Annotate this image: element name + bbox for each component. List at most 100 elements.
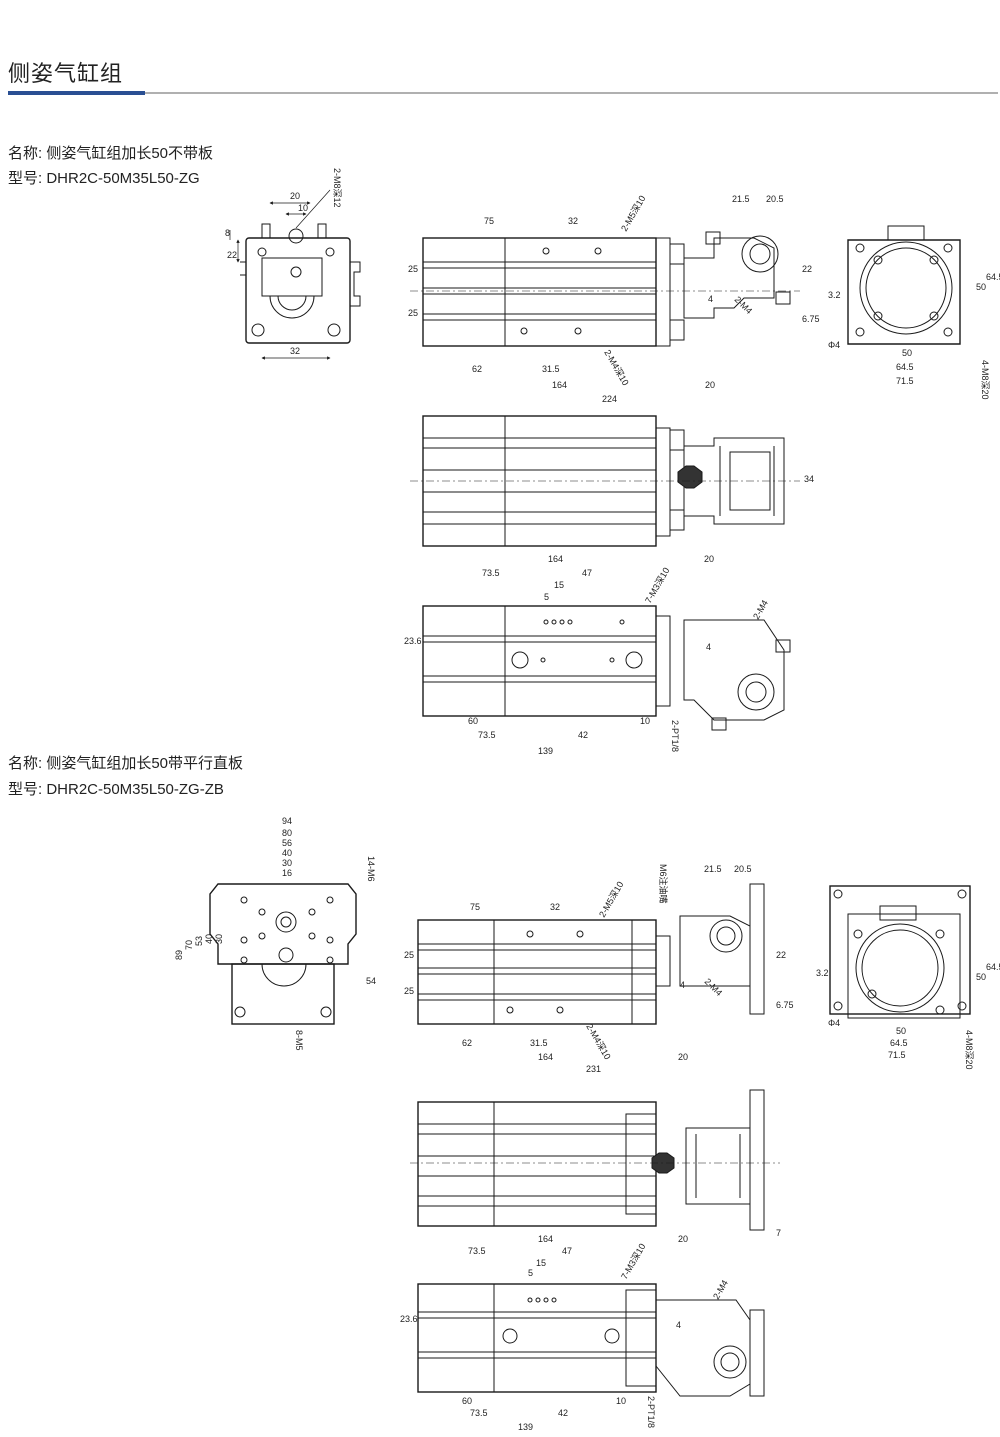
dimension-label: 2-M4 <box>703 976 725 998</box>
dimension-label: 42 <box>578 730 588 740</box>
dimension-label: 25 <box>404 950 414 960</box>
dimension-label: 3.2 <box>816 968 829 978</box>
dimension-label: 73.5 <box>468 1246 486 1256</box>
dimension-label: 2-M4 <box>751 598 770 621</box>
dimension-label: 42 <box>558 1408 568 1418</box>
dimension-label: 5 <box>528 1268 533 1278</box>
page-title: 侧姿气缸组 <box>8 61 124 86</box>
dimension-label: 2-M5深10 <box>597 880 625 919</box>
dimension-label: 30 <box>282 858 292 868</box>
dimension-label: 71.5 <box>896 376 914 386</box>
dimension-label: 139 <box>518 1422 533 1432</box>
title-divider <box>8 92 998 94</box>
dimension-label: 2-M8深12 <box>332 168 342 208</box>
dimension-label: 6.75 <box>802 314 820 324</box>
group1-name: 名称: 侧姿气缸组加长50不带板 <box>8 145 214 162</box>
dimension-label: 50 <box>976 282 986 292</box>
g1-top-dims: 75 32 21.5 20.5 25 25 62 31.5 164 20 224… <box>408 194 820 404</box>
dimension-label: 2-M4深10 <box>584 1022 612 1061</box>
dimension-label: 22 <box>227 250 237 260</box>
dimension-label: 6.75 <box>776 1000 794 1010</box>
dimension-label: 4-M8深20 <box>980 360 990 400</box>
dimension-label: 31.5 <box>530 1038 548 1048</box>
dimension-label: 10 <box>616 1396 626 1406</box>
g1-end-view <box>847 225 961 345</box>
g2-top-view <box>417 883 765 1025</box>
dimension-label: 4 <box>676 1320 681 1330</box>
g1-mid-dims: 34 <box>804 474 814 484</box>
dimension-label: 31.5 <box>542 364 560 374</box>
group2-name: 名称: 侧姿气缸组加长50带平行直板 <box>8 755 244 772</box>
group1-model: 型号: DHR2C-50M35L50-ZG <box>8 170 200 187</box>
dimension-label: 53 <box>194 936 204 946</box>
dimension-label: 164 <box>538 1052 553 1062</box>
dimension-label: 60 <box>462 1396 472 1406</box>
dimension-label: 54 <box>366 976 376 986</box>
dimension-label: 64.5 <box>986 962 1000 972</box>
dimension-label: 14-M6 <box>366 856 376 882</box>
dimension-label: 32 <box>290 346 300 356</box>
group2-model: 型号: DHR2C-50M35L50-ZG-ZB <box>8 781 224 798</box>
dimension-label: 10 <box>640 716 650 726</box>
dimension-label: 32 <box>550 902 560 912</box>
dimension-label: 23.6 <box>400 1314 418 1324</box>
dimension-label: 4 <box>706 642 711 652</box>
dimension-label: 15 <box>554 580 564 590</box>
g2-side-dims: 164 20 73.5 47 15 5 23.6 60 10 73.5 42 1… <box>400 1234 730 1432</box>
g2-mid-view <box>410 1089 780 1231</box>
dimension-label: 73.5 <box>482 568 500 578</box>
dimension-label: 164 <box>538 1234 553 1244</box>
dimension-label: 2-M4深10 <box>602 348 630 387</box>
dimension-label: 30 <box>214 934 224 944</box>
dimension-label: 164 <box>548 554 563 564</box>
dimension-label: 40 <box>204 934 214 944</box>
dimension-label: 231 <box>586 1064 601 1074</box>
dimension-label: 22 <box>776 950 786 960</box>
g1-top-view <box>410 231 800 347</box>
dimension-label: 16 <box>282 868 292 878</box>
dimension-label: 50 <box>902 348 912 358</box>
dimension-label: 4 <box>680 980 685 990</box>
dimension-label: 70 <box>184 940 194 950</box>
g2-end-dims: 64.5 50 3.2 50 64.5 71.5 Φ4 4-M8深20 <box>816 962 1000 1070</box>
dimension-label: 20 <box>290 191 300 201</box>
g2-end-view <box>829 885 971 1019</box>
dimension-label: 40 <box>282 848 292 858</box>
dimension-label: Φ4 <box>828 1018 840 1028</box>
dimension-label: 73.5 <box>470 1408 488 1418</box>
dimension-label: 8-M5 <box>294 1030 304 1051</box>
dimension-label: 224 <box>602 394 617 404</box>
dimension-label: 5 <box>544 592 549 602</box>
dimension-label: 2-M5深10 <box>619 194 647 233</box>
dimension-label: 7-M3深10 <box>619 1242 647 1281</box>
dimension-label: 20 <box>678 1052 688 1062</box>
dimension-label: 25 <box>404 986 414 996</box>
dimension-label: 15 <box>536 1258 546 1268</box>
dimension-label: 2-PT1/8 <box>646 1396 656 1428</box>
dimension-label: M6注油嘴 <box>658 864 669 904</box>
dimension-label: Φ4 <box>828 340 840 350</box>
dimension-label: 2-PT1/8 <box>670 720 680 752</box>
dimension-label: 23.6 <box>404 636 422 646</box>
dimension-label: 80 <box>282 828 292 838</box>
dimension-label: 64.5 <box>890 1038 908 1048</box>
dimension-label: 3.2 <box>828 290 841 300</box>
dimension-label: 21.5 <box>704 864 722 874</box>
g1-side-view <box>422 605 791 731</box>
dimension-label: 8 <box>225 228 230 238</box>
g1-mid-view <box>410 415 800 547</box>
dimension-label: 47 <box>562 1246 572 1256</box>
dimension-label: 20.5 <box>766 194 784 204</box>
g2-mid-dims: 7 <box>776 1228 781 1238</box>
g1-front-dims: 20 10 8 22 32 2-M8深12 <box>225 168 342 356</box>
g2-top-dims: 75 32 21.5 20.5 25 25 62 31.5 164 20 231… <box>404 864 794 1074</box>
dimension-label: 139 <box>538 746 553 756</box>
dimension-label: 4-M8深20 <box>964 1030 974 1070</box>
dimension-label: 64.5 <box>986 272 1000 282</box>
dimension-label: 75 <box>470 902 480 912</box>
dimension-label: 60 <box>468 716 478 726</box>
dimension-label: 164 <box>552 380 567 390</box>
title-accent-bar <box>8 91 145 95</box>
g1-side-dims: 164 20 73.5 47 15 5 23.6 60 10 73.5 42 1… <box>404 554 770 756</box>
